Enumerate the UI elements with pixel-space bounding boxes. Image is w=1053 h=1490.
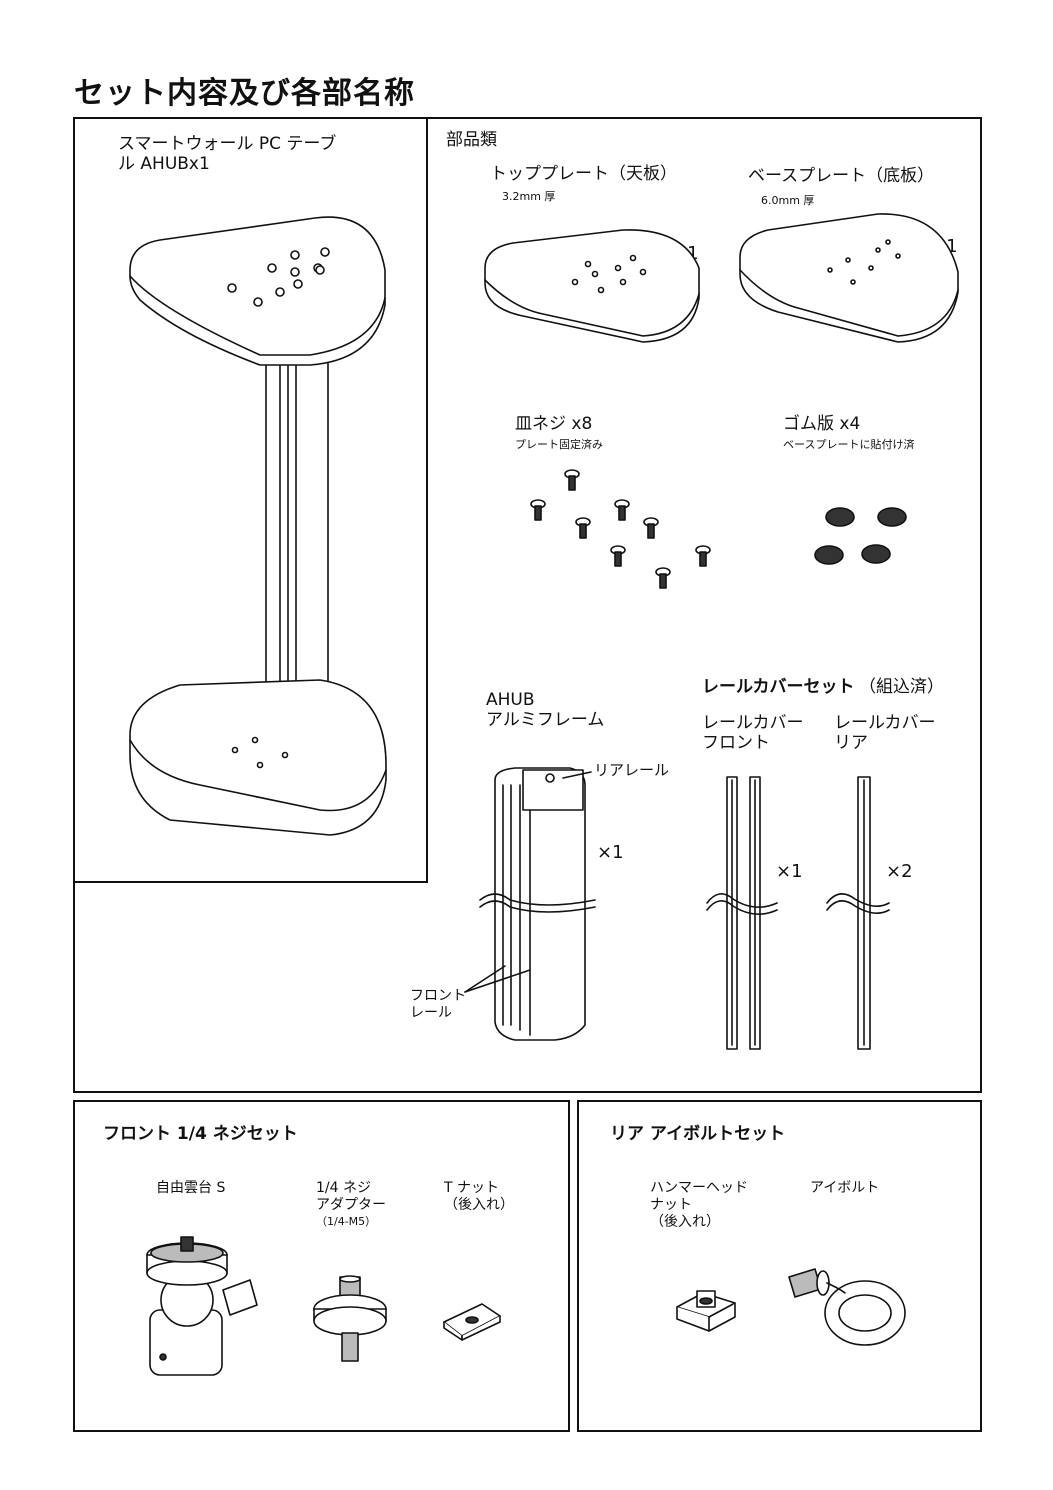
t-nut-illustration <box>443 1303 501 1341</box>
top-plate-note: 3.2mm 厚 <box>502 190 556 203</box>
screws-label: 皿ネジ x8 <box>515 414 593 434</box>
rail-cover-front-label: レールカバー フロント <box>702 713 804 754</box>
frame-label: AHUB アルミフレーム <box>486 690 605 731</box>
rail-cover-front-qty: ×1 <box>776 861 803 882</box>
eyebolt-label: アイボルト <box>810 1180 880 1196</box>
rail-cover-rear-label: レールカバー リア <box>834 713 936 754</box>
rail-cover-set-label: レールカバーセット <box>702 677 855 697</box>
ball-head-illustration <box>146 1236 258 1376</box>
rubber-pads-illustration <box>814 507 907 565</box>
adapter-illustration <box>313 1275 387 1362</box>
rail-covers-illustration <box>706 776 890 1050</box>
assembly-label: スマートウォール PC テーブ ル AHUBx1 <box>118 134 337 175</box>
page-title: セット内容及び各部名称 <box>74 76 415 111</box>
assembled-table-illustration <box>129 216 387 836</box>
top-plate-illustration <box>484 229 700 343</box>
front-screw-set-panel <box>73 1100 570 1432</box>
ball-head-label: 自由雲台 S <box>156 1180 226 1196</box>
base-plate-illustration <box>739 213 959 343</box>
screw-icon <box>530 469 711 589</box>
rear-rail-callout: リアレール <box>594 761 670 779</box>
rear-eyebolt-set-heading: リア アイボルトセット <box>610 1124 786 1144</box>
hammer-nut-illustration <box>676 1290 736 1332</box>
base-plate-note: 6.0mm 厚 <box>761 194 815 207</box>
front-rail-callout: フロント レール <box>410 988 466 1021</box>
front-screw-set-heading: フロント 1/4 ネジセット <box>103 1124 298 1144</box>
top-plate-label: トッププレート（天板） <box>490 164 677 184</box>
screws-illustration <box>530 469 711 589</box>
rear-eyebolt-set-panel <box>577 1100 982 1432</box>
eyebolt-illustration <box>788 1268 906 1346</box>
rail-cover-set-suffix: （組込済） <box>859 677 944 697</box>
rubber-label: ゴム版 x4 <box>783 414 861 434</box>
screws-note: プレート固定済み <box>515 438 603 451</box>
frame-qty: ×1 <box>597 842 624 863</box>
base-plate-label: ベースプレート（底板） <box>748 166 935 186</box>
adapter-label: 1/4 ネジ アダプター <box>316 1180 386 1213</box>
assembly-panel <box>73 117 428 883</box>
parts-heading: 部品類 <box>446 130 497 150</box>
aluminum-frame-illustration <box>464 767 596 1041</box>
hammer-nut-label: ハンマーヘッド ナット （後入れ） <box>650 1180 748 1230</box>
rubber-note: ベースプレートに貼付け済 <box>783 438 915 451</box>
t-nut-label: T ナット （後入れ） <box>444 1180 514 1213</box>
rail-cover-rear-qty: ×2 <box>886 861 913 882</box>
adapter-note: （1/4-M5） <box>316 1215 377 1228</box>
